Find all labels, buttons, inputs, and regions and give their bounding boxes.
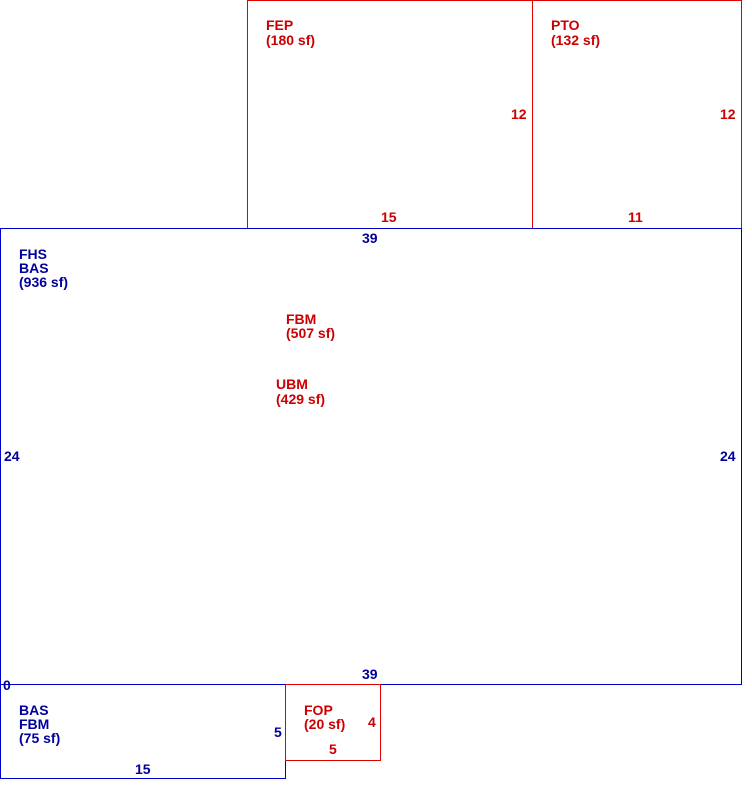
fop-outline — [285, 684, 381, 761]
fep-side-dimension: 12 — [511, 106, 527, 122]
lower-code-fbm-label: FBM — [19, 716, 50, 732]
fbm-area-label: (507 sf) — [286, 325, 336, 341]
main-right-dimension: 24 — [720, 448, 736, 464]
fop-bottom-dimension: 5 — [329, 741, 337, 757]
main-area-label: (936 sf) — [19, 274, 69, 290]
fbm-code-label: FBM — [286, 311, 317, 327]
main-top-dimension: 39 — [362, 230, 378, 246]
fop-right-dimension: 4 — [368, 714, 376, 730]
ubm-area-label: (429 sf) — [276, 391, 326, 407]
fep-area-label: (180 sf) — [266, 32, 316, 48]
fep-code-label: FEP — [266, 17, 294, 33]
fop-area-label: (20 sf) — [304, 716, 346, 732]
main-left-dimension: 24 — [4, 448, 20, 464]
pto-code-label: PTO — [551, 17, 580, 33]
lower-bottom-dimension: 15 — [135, 761, 151, 777]
lower-area-label: (75 sf) — [19, 730, 61, 746]
pto-area-label: (132 sf) — [551, 32, 601, 48]
fep-bottom-dimension: 15 — [381, 209, 397, 225]
pto-side-dimension: 12 — [720, 106, 736, 122]
main-floor-outline — [0, 228, 742, 685]
main-code-fhs-label: FHS — [19, 246, 47, 262]
main-code-bas-label: BAS — [19, 260, 49, 276]
ubm-code-label: UBM — [276, 376, 308, 392]
fop-code-label: FOP — [304, 702, 333, 718]
lower-code-bas-label: BAS — [19, 702, 49, 718]
main-corner-label: 0 — [3, 677, 11, 693]
main-bottom-dimension: 39 — [362, 666, 378, 682]
pto-bottom-dimension: 11 — [628, 209, 643, 225]
lower-right-dimension: 5 — [274, 724, 282, 740]
